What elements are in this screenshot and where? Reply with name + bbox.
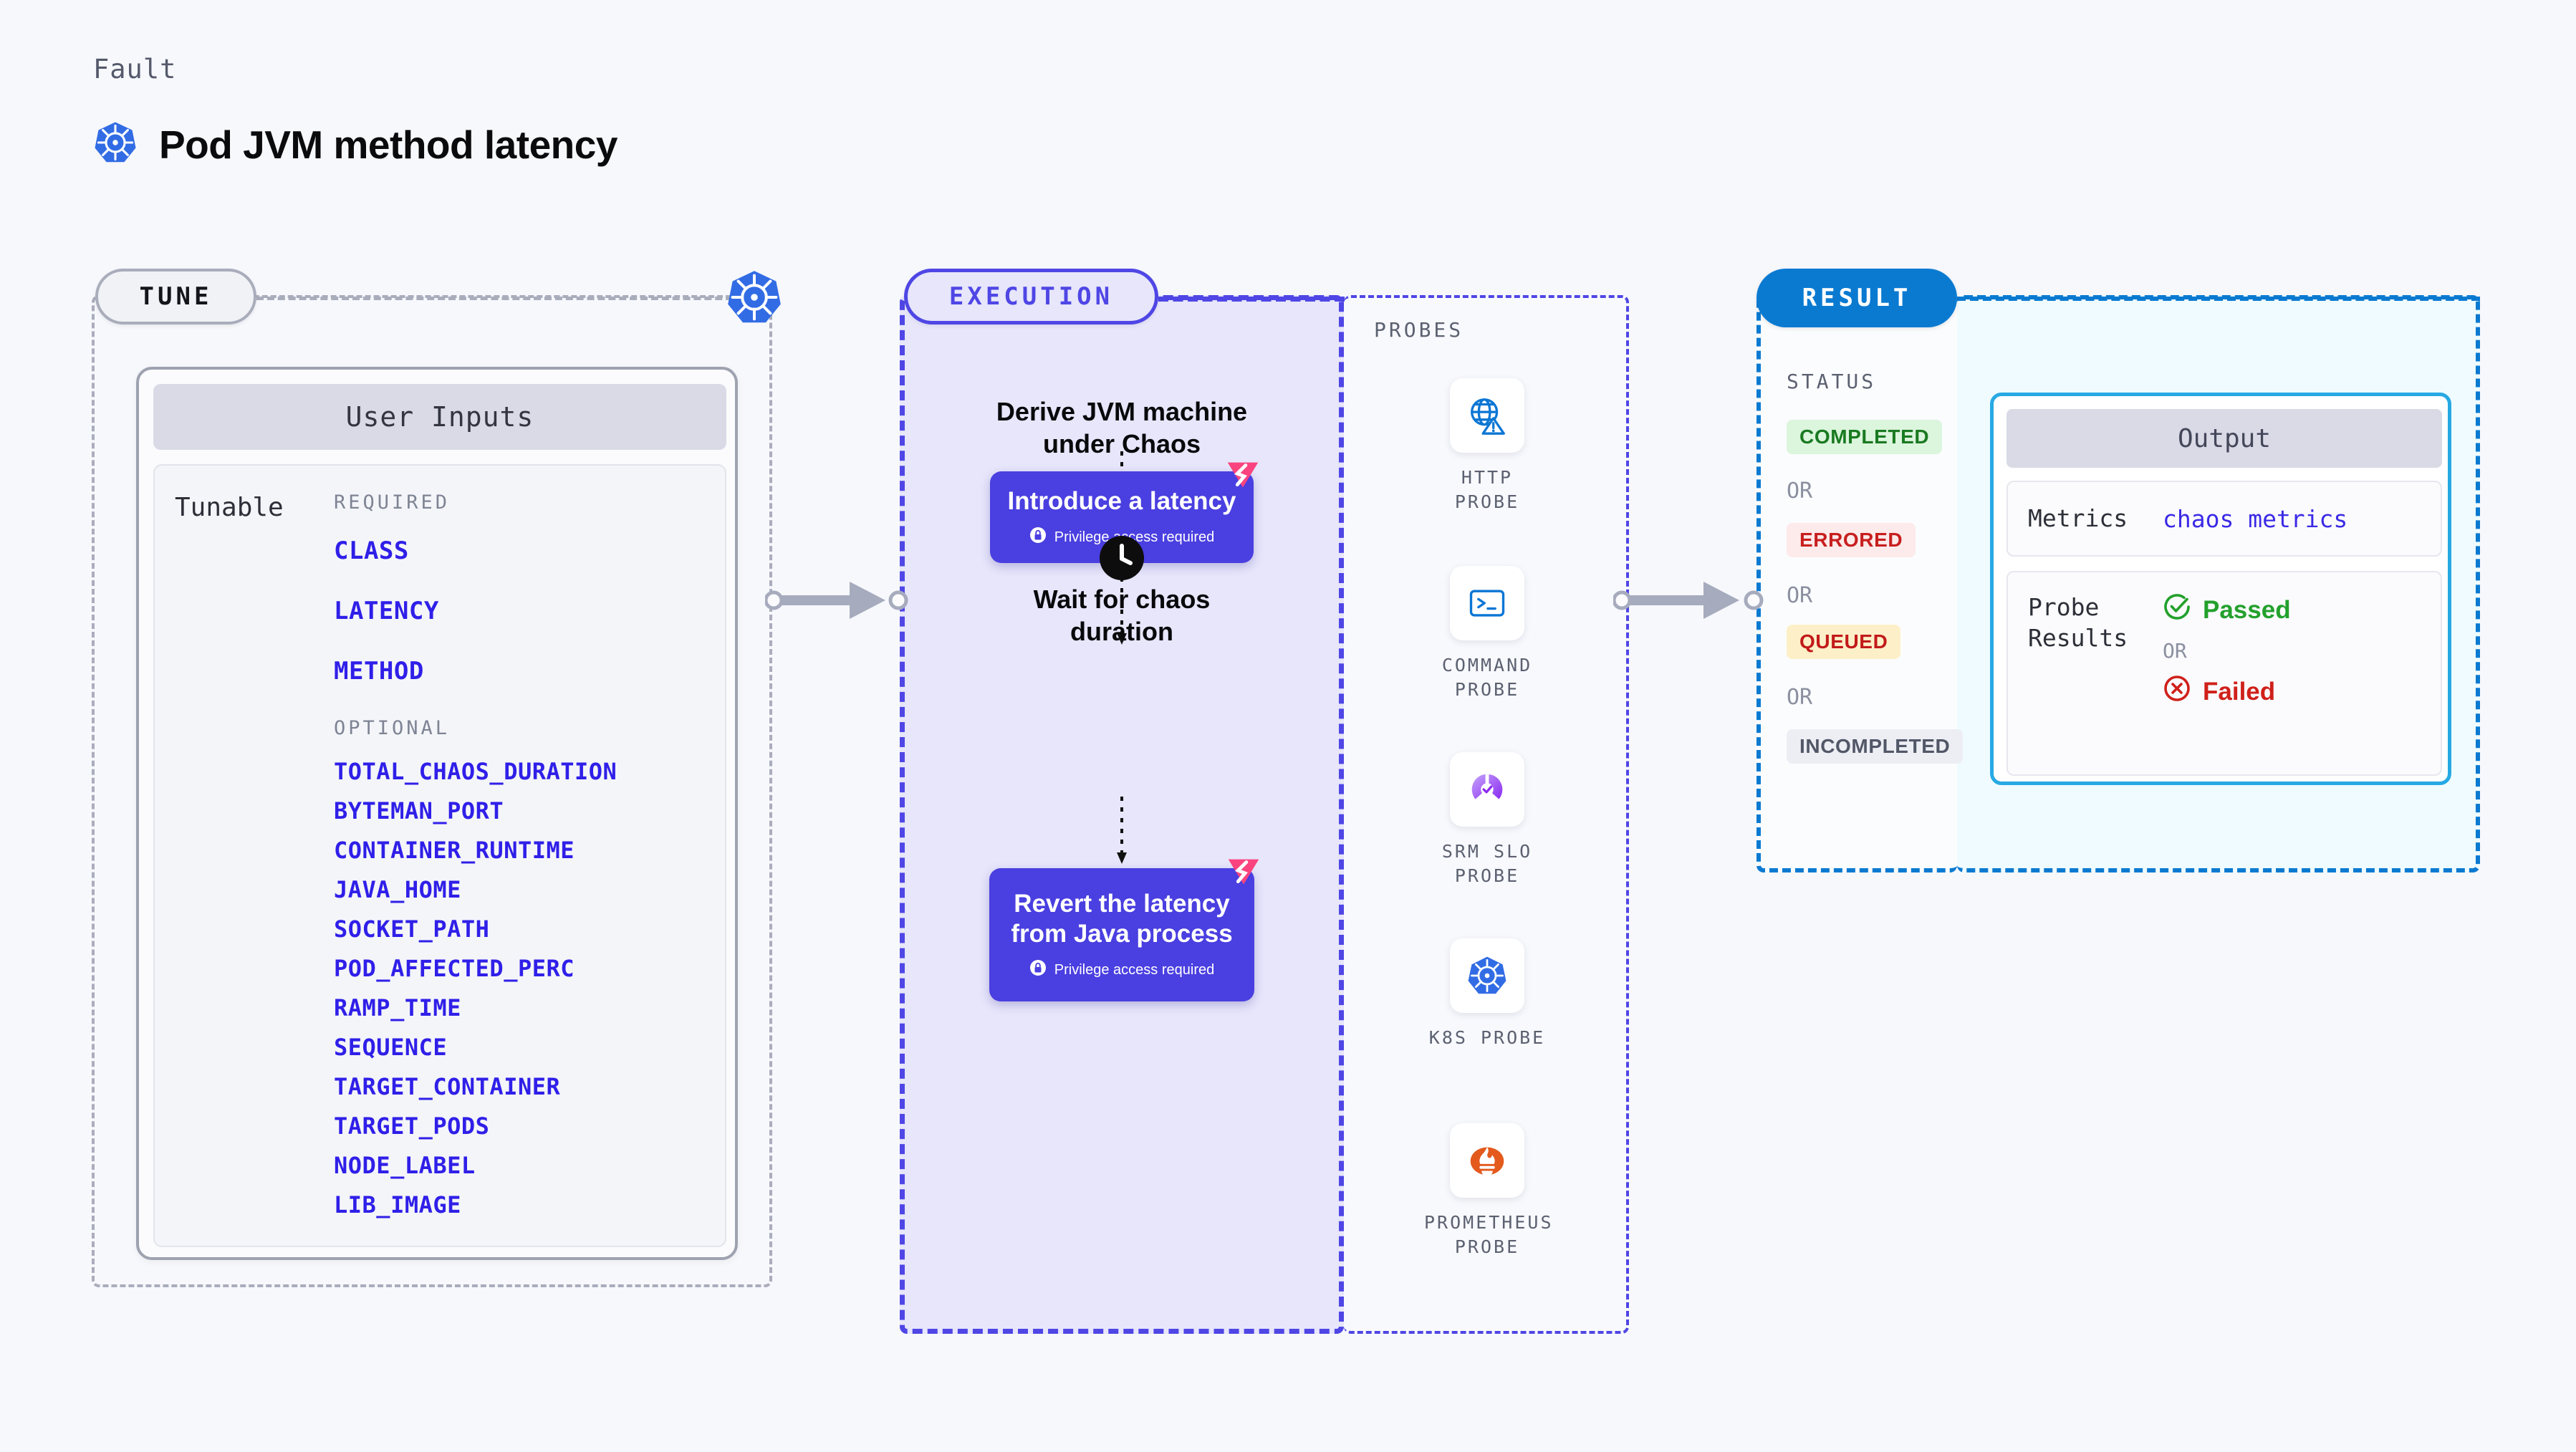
kubernetes-icon [93, 120, 138, 168]
user-inputs-title: User Inputs [153, 384, 726, 450]
srm-slo-icon [1450, 752, 1524, 827]
node-subtitle: Privilege access required [1029, 959, 1214, 981]
tunable-label: Tunable [175, 493, 284, 522]
probe-result-or: OR [2163, 639, 2187, 663]
output-title: Output [2007, 409, 2442, 468]
parameter-item[interactable]: TARGET_PODS [334, 1112, 490, 1140]
dotted-arrow-icon [1117, 797, 1127, 864]
check-circle-icon [2163, 592, 2191, 628]
probe-result-passed-label: Passed [2203, 595, 2291, 624]
terminal-icon [1450, 566, 1524, 640]
required-parameter-list: CLASS LATENCY METHOD [334, 537, 713, 686]
result-connector-line [1957, 297, 2480, 301]
probe-label: HTTP PROBE [1454, 467, 1520, 512]
status-badge-incompleted: INCOMPLETED [1787, 729, 1964, 764]
litmus-chaos-icon [1222, 456, 1264, 497]
probes-title: PROBES [1374, 318, 1464, 342]
output-metrics-value[interactable]: chaos metrics [2163, 504, 2348, 533]
status-or-2: OR [1787, 583, 1813, 608]
connector-tune-to-execution [764, 570, 908, 630]
page-title: Pod JVM method latency [159, 122, 617, 167]
parameter-item[interactable]: TOTAL_CHAOS_DURATION [334, 758, 617, 785]
execution-pill[interactable]: EXECUTION [904, 269, 1158, 324]
parameter-item[interactable]: RAMP_TIME [334, 994, 461, 1021]
kubernetes-icon [726, 269, 783, 326]
page-kicker: Fault [93, 54, 177, 85]
status-badge-queued: QUEUED [1787, 625, 1901, 659]
node-title: Introduce a latency [1007, 487, 1236, 515]
result-region [1756, 295, 1957, 872]
parameter-item[interactable]: SOCKET_PATH [334, 915, 490, 943]
prometheus-icon [1450, 1123, 1524, 1198]
user-inputs-card: User Inputs Tunable REQUIRED CLASS LATENC… [136, 367, 738, 1260]
lock-icon [1029, 959, 1047, 981]
parameter-item[interactable]: CLASS [334, 537, 409, 565]
parameter-item[interactable]: METHOD [334, 657, 424, 686]
user-inputs-body: Tunable REQUIRED CLASS LATENCY METHOD OPTI… [153, 464, 726, 1247]
parameter-item[interactable]: SEQUENCE [334, 1034, 448, 1061]
lock-icon [1029, 527, 1047, 548]
kubernetes-icon [1450, 938, 1524, 1013]
tune-connector-line [256, 297, 744, 300]
required-group-title: REQUIRED [334, 491, 451, 514]
parameter-item[interactable]: JAVA_HOME [334, 876, 461, 903]
probe-result-failed-label: Failed [2203, 677, 2276, 706]
status-title: STATUS [1787, 370, 1877, 393]
execution-connector-line [1158, 297, 1345, 302]
probe-label: K8S PROBE [1428, 1027, 1546, 1048]
status-or-1: OR [1787, 479, 1813, 504]
probe-result-passed: Passed [2163, 592, 2291, 628]
output-probe-results-values: Passed OR Failed [2163, 592, 2291, 709]
node-subtitle: Privilege access required [1029, 527, 1214, 548]
parameter-item[interactable]: TARGET_CONTAINER [334, 1073, 561, 1100]
parameter-item[interactable]: LIB_IMAGE [334, 1191, 461, 1218]
globe-warning-icon [1450, 378, 1524, 453]
arrow-right-icon [764, 582, 908, 619]
execution-region [900, 295, 1344, 1334]
tune-pill[interactable]: TUNE [95, 269, 256, 324]
output-metrics-key: Metrics [2028, 504, 2128, 532]
result-pill[interactable]: RESULT [1756, 269, 1957, 327]
litmus-chaos-icon [1223, 852, 1264, 894]
connector-probes-to-result [1612, 570, 1765, 630]
parameter-item[interactable]: POD_AFFECTED_PERC [334, 955, 575, 982]
arrow-right-icon [1612, 582, 1764, 619]
parameter-item[interactable]: BYTEMAN_PORT [334, 797, 504, 824]
probe-http[interactable]: HTTP PROBE [1424, 378, 1550, 514]
node-subtitle-label: Privilege access required [1054, 529, 1215, 545]
status-badge-errored: ERRORED [1787, 523, 1916, 557]
node-subtitle-label: Privilege access required [1054, 961, 1215, 978]
status-or-3: OR [1787, 685, 1813, 710]
parameter-item[interactable]: CONTAINER_RUNTIME [334, 837, 575, 864]
optional-parameter-list: TOTAL_CHAOS_DURATION BYTEMAN_PORT CONTAINE… [334, 758, 713, 1218]
probe-k8s[interactable]: K8S PROBE [1424, 938, 1550, 1050]
clock-icon [1100, 536, 1144, 580]
parameter-item[interactable]: NODE_LABEL [334, 1152, 476, 1179]
dotted-arrow-icon [1117, 577, 1127, 645]
x-circle-icon [2163, 674, 2191, 709]
parameter-item[interactable]: LATENCY [334, 597, 439, 625]
optional-group-title: OPTIONAL [334, 717, 451, 739]
probe-result-failed: Failed [2163, 674, 2291, 709]
status-badge-completed: COMPLETED [1787, 420, 1943, 454]
output-metrics-row: Metrics chaos metrics [2007, 481, 2442, 557]
parameter-column: REQUIRED CLASS LATENCY METHOD OPTIONAL TOT… [334, 491, 713, 1231]
page-title-row: Pod JVM method latency [93, 120, 617, 168]
